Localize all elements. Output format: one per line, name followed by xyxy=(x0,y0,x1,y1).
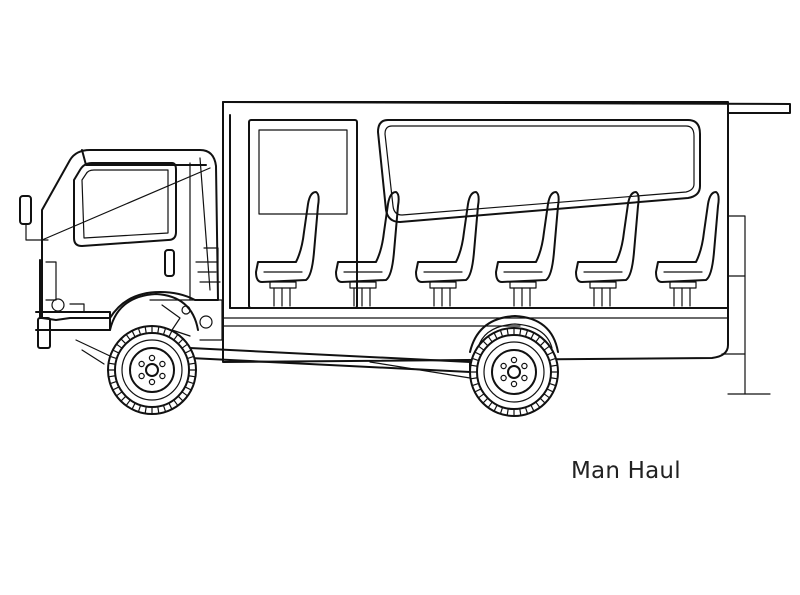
caption-label: Man Haul xyxy=(571,458,681,484)
seat-row xyxy=(255,191,720,307)
rear-door xyxy=(248,119,358,309)
seat xyxy=(655,191,720,307)
seat xyxy=(415,191,480,307)
rear-step xyxy=(721,215,771,395)
engine-detail xyxy=(149,247,223,341)
seat xyxy=(575,191,640,307)
wheels xyxy=(107,325,559,417)
seat xyxy=(495,191,560,307)
wheel-arches xyxy=(109,293,559,353)
wheel xyxy=(469,327,559,417)
front-bumper xyxy=(37,317,111,365)
side-mirror xyxy=(19,195,49,241)
seat xyxy=(255,191,320,307)
seat xyxy=(335,191,400,307)
chassis-frame xyxy=(189,347,471,379)
side-window xyxy=(377,119,701,223)
wheel xyxy=(107,325,197,415)
